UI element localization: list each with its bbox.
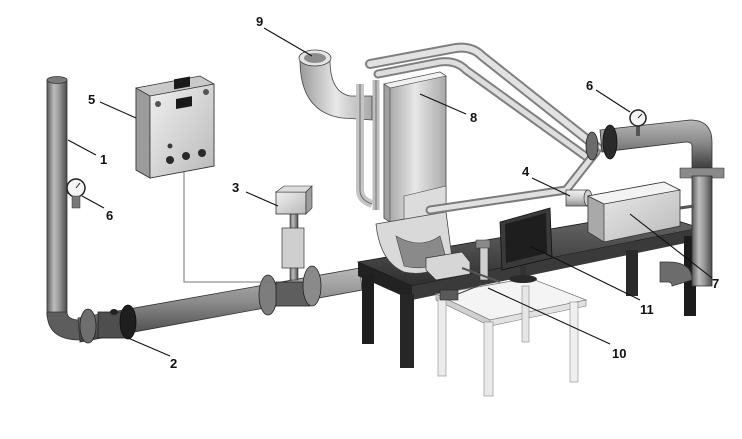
callout-1: 1 xyxy=(100,152,107,167)
callout-10: 10 xyxy=(612,346,626,361)
upper-transfer-tube xyxy=(365,42,603,163)
flowmeter-flanges xyxy=(258,265,322,316)
separator-tower xyxy=(383,71,447,225)
control-cabinet xyxy=(135,75,215,179)
callout-9: 9 xyxy=(256,14,263,29)
measurement-rig xyxy=(425,239,501,301)
leader-lines xyxy=(67,27,713,357)
right-downcomer-pipe xyxy=(659,175,713,287)
right-upper-pipe xyxy=(585,119,725,179)
callout-5: 5 xyxy=(88,92,95,107)
callout-11: 11 xyxy=(640,302,654,317)
callout-6-right: 6 xyxy=(586,78,593,93)
analyzer-box xyxy=(586,181,695,243)
callout-6-left: 6 xyxy=(106,208,113,223)
pressure-gauge-right xyxy=(629,109,647,136)
callout-2: 2 xyxy=(170,356,177,371)
callout-7: 7 xyxy=(712,276,719,291)
signal-cable xyxy=(183,168,270,283)
inlet-flange-valve xyxy=(79,304,137,344)
callout-labels: 1 2 3 4 5 6 6 7 8 9 10 11 xyxy=(88,14,719,371)
monitor xyxy=(499,207,553,283)
callout-8: 8 xyxy=(470,110,477,125)
callout-4: 4 xyxy=(522,164,530,179)
pressure-gauge-left xyxy=(66,178,86,209)
elbow-inlet-duct xyxy=(298,49,373,121)
flowmeter-transmitter xyxy=(275,185,313,281)
callout-3: 3 xyxy=(232,180,239,195)
bypass-tubes xyxy=(356,80,380,210)
